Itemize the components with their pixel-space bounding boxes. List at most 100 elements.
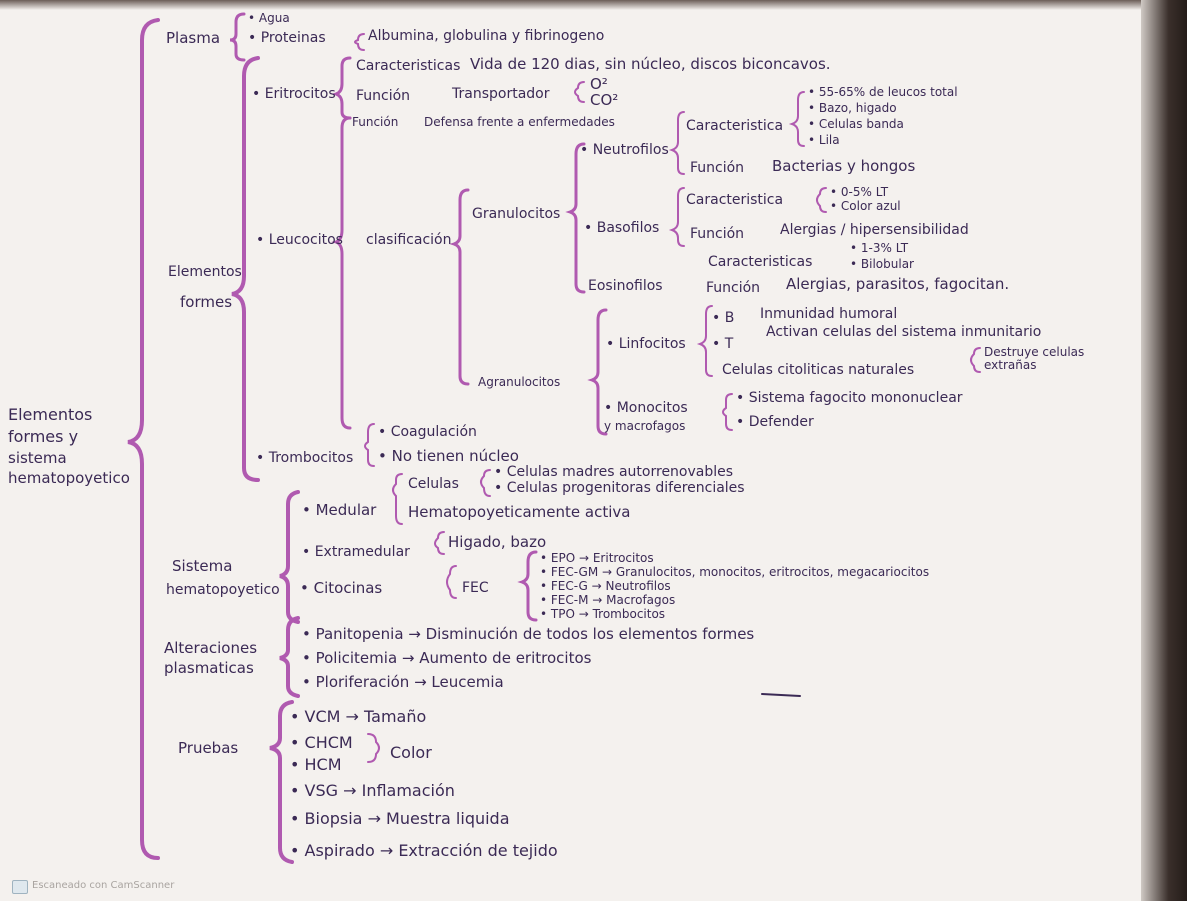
eosinofilos-funcion-val: Alergias, parasitos, fagocitan. [786, 275, 1010, 293]
bas-caract-item-1: • 0-5% LT [830, 185, 889, 199]
neu-caract-item-2: • Bazo, higado [808, 101, 897, 115]
sistema-celulas: Celulas [408, 476, 459, 492]
basofilos-funcion: Función [690, 226, 745, 242]
plasma-label: Plasma [166, 29, 221, 47]
fec-item-3: • FEC-G → Neutrofilos [540, 579, 671, 593]
eritrocitos-co2: CO² [590, 91, 619, 109]
eos-caract-item-1: • 1-3% LT [850, 241, 909, 255]
root-line-2: formes y [8, 427, 79, 446]
leucocitos-funcion: Función [352, 115, 399, 129]
brace-fec-label [446, 565, 457, 599]
sistema-extramedular: • Extramedular [302, 544, 410, 560]
root-line-3: sistema [8, 449, 67, 467]
trombocitos-item-1: • Coagulación [378, 424, 477, 440]
plasma-proteinas: • Proteinas [248, 30, 326, 46]
brace-linfocitos [696, 305, 713, 377]
linfocitos-t: • T [712, 336, 734, 352]
celulas-item-2: • Celulas progenitoras diferenciales [494, 480, 745, 496]
linfocitos-label: • Linfocitos [606, 336, 686, 352]
basofilos-caract: Caracteristica [686, 192, 784, 208]
scanner-footer-text: Escaneado con CamScanner [32, 880, 175, 891]
mono-item-2: • Defender [736, 414, 814, 430]
alteraciones-item-2: • Policitemia → Aumento de eritrocitos [302, 649, 592, 667]
brace-color [367, 733, 380, 763]
extramedular-val: Higado, bazo [448, 533, 547, 551]
brace-neu-caract [788, 91, 805, 147]
macrofagos-label: y macrofagos [604, 419, 686, 433]
brace-agranulocitos [587, 308, 608, 436]
brace-basofilos [668, 187, 685, 247]
paper-top-edge [0, 0, 1187, 10]
neu-caract-item-4: • Lila [808, 133, 840, 147]
neutrofilos-funcion-val: Bacterias y hongos [772, 157, 916, 175]
brace-alteraciones [279, 616, 300, 698]
linfocitos-b-val: Inmunidad humoral [760, 306, 898, 322]
pruebas-label: Pruebas [178, 739, 239, 757]
alteraciones-label-1: Alteraciones [164, 639, 258, 657]
sistema-citocinas: • Citocinas [300, 579, 383, 597]
brace-clasificacion [449, 188, 470, 386]
eritrocitos-caract-val: Vida de 120 dias, sin núcleo, discos bic… [470, 55, 831, 73]
neu-caract-item-3: • Celulas banda [808, 117, 904, 131]
brace-celulas [392, 473, 403, 525]
pruebas-hcm: • HCM [290, 755, 342, 774]
brace-trombocitos [364, 423, 375, 467]
albumina-text: Albumina [368, 28, 435, 44]
sistema-label-2: hematopoyetico [166, 582, 280, 598]
medular-activa: Hematopoyeticamente activa [408, 503, 631, 521]
brace-neutrofilos [668, 111, 685, 175]
agranulocitos-label: Agranulocitos [478, 375, 561, 389]
brace-nk [970, 347, 981, 373]
scanner-footer: Escaneado con CamScanner [12, 880, 175, 894]
monocitos-label: • Monocitos [604, 400, 688, 416]
elementos-formes-label-1: Elementos [168, 264, 242, 280]
brace-pruebas [269, 700, 294, 864]
plasma-proteinas-detail: Albumina, globulina y fibrinogeno [368, 28, 604, 44]
pruebas-vcm: • VCM → Tamaño [290, 707, 427, 726]
proteinas-rest-text: , globulina y fibrinogeno [434, 28, 605, 44]
alteraciones-item-1: • Panitopenia → Disminución de todos los… [302, 625, 755, 643]
neutrofilos-label: • Neutrofilos [580, 142, 669, 158]
camscanner-logo-icon [12, 880, 28, 894]
linfocitos-nk: Celulas citoliticas naturales [722, 362, 915, 378]
brace-leucocitos [331, 116, 352, 430]
brace-celulas-items [480, 469, 491, 497]
leucocitos-funcion-val: Defensa frente a enfermedades [424, 115, 615, 129]
eritrocitos-caract: Caracteristicas [356, 58, 461, 74]
fec-item-4: • FEC-M → Macrofagos [540, 593, 676, 607]
plasma-agua: • Agua [248, 11, 290, 25]
brace-monocitos [722, 393, 733, 431]
sistema-fec: FEC [462, 580, 489, 596]
granulocitos-label: Granulocitos [472, 206, 561, 222]
brace-sistema [279, 490, 300, 624]
basofilos-funcion-val: Alergias / hipersensibilidad [780, 222, 969, 238]
brace-bas-caract [816, 187, 827, 213]
alteraciones-item-3: • Ploriferación → Leucemia [302, 673, 504, 691]
eritrocitos-o2: O² [590, 75, 608, 93]
brace-fec-items [517, 550, 538, 622]
pruebas-vsg: • VSG → Inflamación [290, 781, 455, 800]
elementos-formes-label-2: formes [180, 293, 233, 311]
pruebas-chcm: • CHCM [290, 733, 353, 752]
brace-proteinas [354, 33, 365, 51]
stray-mark [761, 693, 801, 697]
eritrocitos-label: • Eritrocitos [252, 86, 336, 102]
leucocitos-label: • Leucocitos [256, 232, 343, 248]
brace-layer [127, 12, 981, 864]
neutrofilos-caract: Caracteristica [686, 118, 784, 134]
brace-transportador [574, 81, 585, 103]
sistema-label-1: Sistema [172, 557, 233, 575]
mono-item-1: • Sistema fagocito mononuclear [736, 390, 963, 406]
linfocitos-b: • B [712, 310, 735, 326]
alteraciones-label-2: plasmaticas [164, 659, 254, 677]
eosinofilos-caract: Caracteristicas [708, 254, 813, 270]
brace-extramedular [434, 531, 445, 555]
eritrocitos-transportador: Transportador [452, 86, 550, 102]
brace-granulocitos [565, 142, 586, 294]
root-line-4: hematopoyetico [8, 469, 130, 487]
brace-plasma [229, 12, 246, 62]
linfocitos-nk-val: Destruye celulas extrañas [984, 345, 1085, 372]
linfocitos-t-val: Activan celulas del sistema inmunitario [766, 324, 1042, 340]
pruebas-color: Color [390, 743, 432, 762]
